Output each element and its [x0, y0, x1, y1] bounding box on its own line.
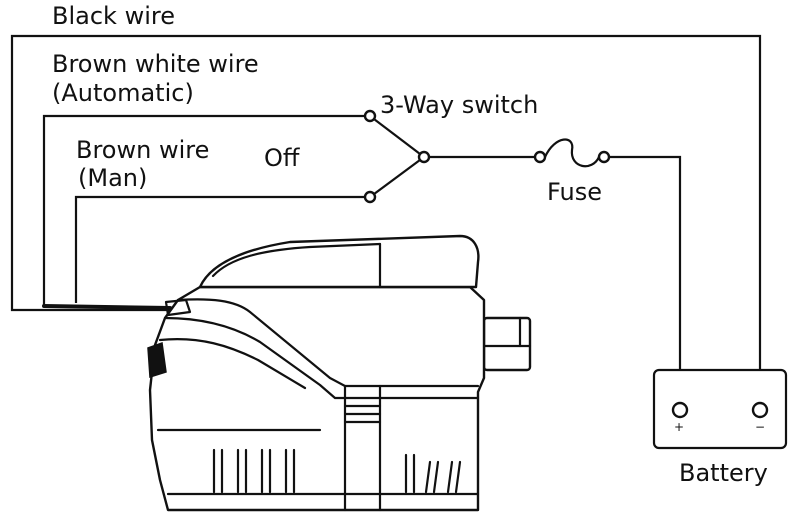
man-label: (Man)	[78, 164, 147, 192]
fuse-label: Fuse	[547, 178, 602, 206]
plus-label: +	[674, 420, 684, 434]
three-way-switch-icon	[363, 109, 431, 204]
battery-icon	[652, 368, 788, 450]
fuse-icon	[533, 138, 611, 168]
black-wire	[10, 34, 762, 403]
black-wire-label: Black wire	[52, 2, 175, 30]
off-label: Off	[264, 144, 300, 172]
battery-label: Battery	[679, 459, 768, 487]
minus-label: −	[755, 420, 765, 434]
brown-white-wire-label: Brown white wire	[52, 50, 259, 78]
brown-wire-label: Brown wire	[76, 136, 209, 164]
automatic-label: (Automatic)	[52, 79, 194, 107]
three-way-switch-label: 3-Way switch	[380, 91, 538, 119]
brown-wire	[74, 195, 370, 303]
bilge-pump-icon	[42, 234, 532, 512]
brown-white-wire	[42, 114, 370, 306]
fuse-to-battery-wire	[604, 155, 682, 403]
